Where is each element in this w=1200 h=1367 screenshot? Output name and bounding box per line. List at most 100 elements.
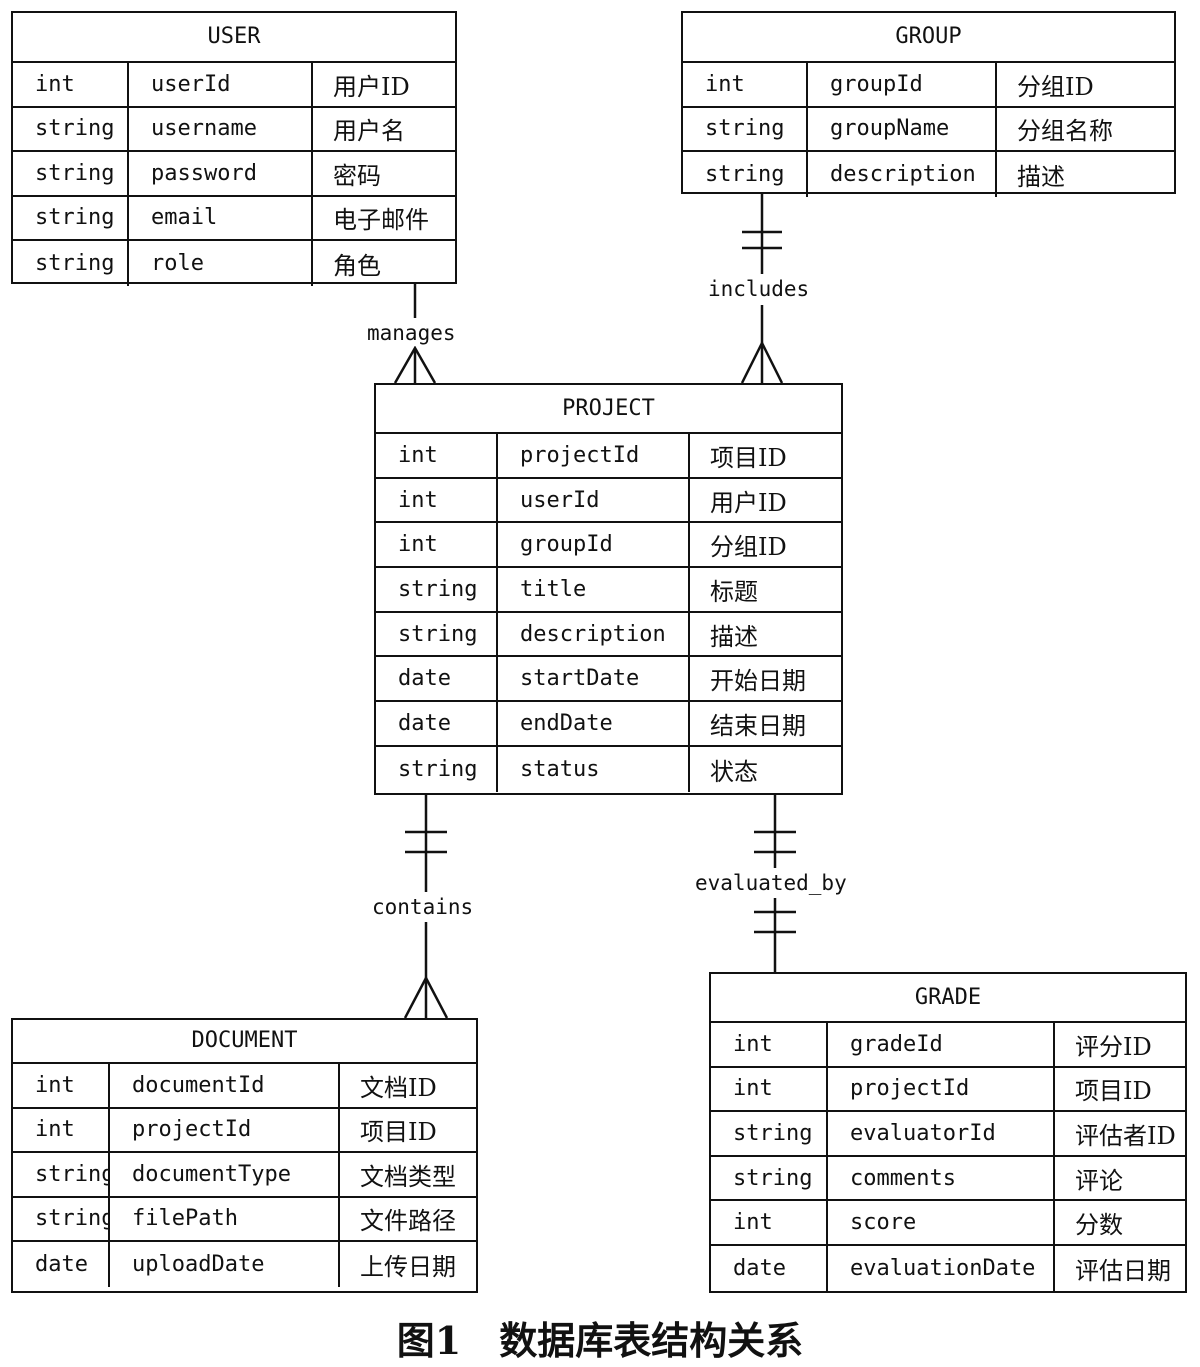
field-name: groupId	[808, 63, 997, 106]
field-name: role	[129, 241, 313, 286]
field-description: 评分ID	[1075, 1032, 1152, 1061]
field-type: int	[376, 523, 498, 567]
entity-title: USER	[13, 13, 455, 63]
field-name: description	[808, 152, 997, 197]
field-description: 描述	[1017, 162, 1065, 191]
field-name: groupName	[808, 107, 997, 150]
field-description: 分组名称	[1017, 117, 1113, 146]
field-name: documentType	[110, 1153, 340, 1196]
field-name: gradeId	[828, 1023, 1055, 1066]
field-type: int	[711, 1023, 828, 1066]
field-description: 用户名	[333, 117, 405, 146]
field-name: email	[129, 196, 313, 239]
field-type: string	[683, 107, 808, 150]
field-name: projectId	[110, 1108, 340, 1151]
field-description: 描述	[710, 622, 758, 651]
field-description: 开始日期	[710, 667, 806, 696]
field-type: string	[376, 612, 498, 656]
field-type: int	[376, 478, 498, 522]
field-description: 结束日期	[710, 711, 806, 740]
field-name: uploadDate	[110, 1242, 340, 1287]
field-type: int	[13, 1064, 110, 1107]
field-description: 分组ID	[710, 533, 787, 562]
field-type: int	[683, 63, 808, 106]
field-type: int	[13, 1108, 110, 1151]
field-name: groupId	[498, 523, 690, 567]
field-name: evaluatorId	[828, 1112, 1055, 1155]
field-name: userId	[129, 63, 313, 106]
field-type: string	[376, 746, 498, 792]
field-description: 用户ID	[333, 72, 410, 101]
field-type: string	[711, 1112, 828, 1155]
field-name: userId	[498, 478, 690, 522]
field-type: int	[13, 63, 129, 106]
field-name: projectId	[498, 434, 690, 477]
field-name: endDate	[498, 702, 690, 745]
field-name: description	[498, 612, 690, 656]
field-name: startDate	[498, 657, 690, 701]
field-type: int	[376, 434, 498, 477]
field-type: date	[376, 657, 498, 701]
field-name: comments	[828, 1156, 1055, 1200]
entity-title: PROJECT	[376, 385, 841, 434]
field-type: int	[711, 1201, 828, 1244]
field-description: 文档类型	[360, 1162, 456, 1191]
field-description: 密码	[333, 161, 381, 190]
field-description: 评估日期	[1075, 1256, 1171, 1285]
field-type: date	[376, 702, 498, 745]
field-type: date	[13, 1242, 110, 1287]
field-type: string	[683, 152, 808, 197]
field-type: string	[13, 196, 129, 239]
field-description: 电子邮件	[333, 206, 429, 235]
field-type: string	[13, 152, 129, 195]
field-type: int	[711, 1067, 828, 1111]
field-description: 评论	[1075, 1166, 1123, 1195]
field-type: string	[13, 1153, 110, 1196]
field-type: string	[13, 107, 129, 150]
field-type: string	[376, 568, 498, 611]
field-name: username	[129, 107, 313, 150]
relationship-label-manages: manages	[367, 320, 456, 346]
field-description: 项目ID	[710, 443, 787, 472]
field-type: date	[711, 1245, 828, 1291]
relationship-label-contains: contains	[372, 894, 474, 920]
field-type: string	[711, 1156, 828, 1200]
relationship-label-includes: includes	[708, 276, 810, 302]
relationship-label-evaluated-by: evaluated_by	[695, 870, 847, 896]
field-description: 项目ID	[1075, 1077, 1152, 1106]
field-name: password	[129, 152, 313, 195]
field-name: status	[498, 746, 690, 792]
field-description: 角色	[333, 251, 381, 280]
field-name: filePath	[110, 1197, 340, 1240]
entity-title: GRADE	[711, 974, 1185, 1023]
field-description: 标题	[710, 577, 758, 606]
field-name: title	[498, 568, 690, 611]
